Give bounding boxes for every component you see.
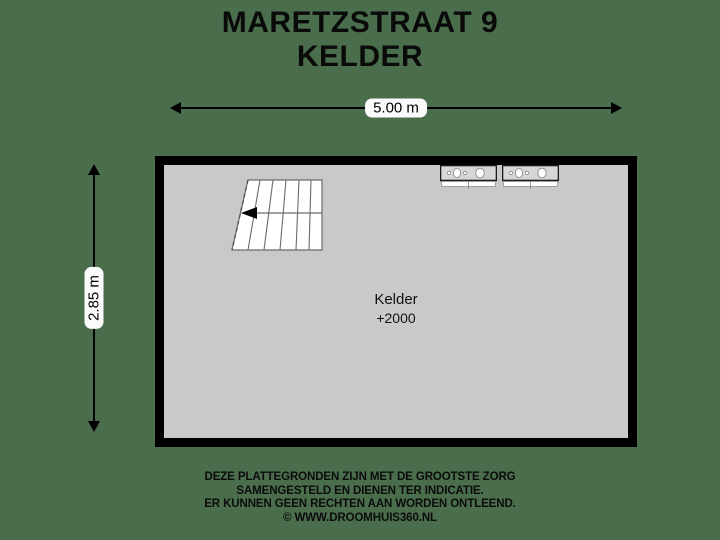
arrow-left-icon (170, 102, 181, 114)
arrow-down-icon (88, 421, 100, 432)
arrow-up-icon (88, 164, 100, 175)
dimension-vertical: 2.85 m (84, 164, 104, 432)
disclaimer-copyright: © WWW.DROOMHUIS360.NL (283, 511, 437, 524)
arrow-right-icon (611, 102, 622, 114)
disclaimer-line-1: DEZE PLATTEGRONDEN ZIJN MET DE GROOTSTE … (204, 471, 516, 483)
disclaimer: DEZE PLATTEGRONDEN ZIJN MET DE GROOTSTE … (0, 471, 720, 525)
room-level: +2000 (376, 310, 416, 326)
room-name: Kelder (374, 291, 418, 308)
dimension-vertical-label: 2.85 m (84, 267, 104, 329)
page-title: MARETZSTRAAT 9 KELDER (0, 6, 720, 74)
title-floor: KELDER (296, 40, 424, 73)
floorplan-interior: Kelder +2000 (164, 165, 628, 438)
room-label-kelder: Kelder +2000 (164, 290, 628, 328)
disclaimer-line-3: ER KUNNEN GEEN RECHTEN AAN WORDEN ONTLEE… (204, 498, 516, 510)
title-street: MARETZSTRAAT 9 (221, 6, 499, 39)
dimension-horizontal-label: 5.00 m (365, 98, 427, 118)
disclaimer-line-2: SAMENGESTELD EN DIENEN TER INDICATIE. (236, 484, 484, 497)
staircase (230, 178, 326, 254)
kitchen-unit-2 (502, 165, 559, 189)
dimension-horizontal: 5.00 m (170, 98, 622, 118)
floorplan-outline: Kelder +2000 (155, 156, 637, 447)
kitchen-unit-1 (440, 165, 497, 189)
